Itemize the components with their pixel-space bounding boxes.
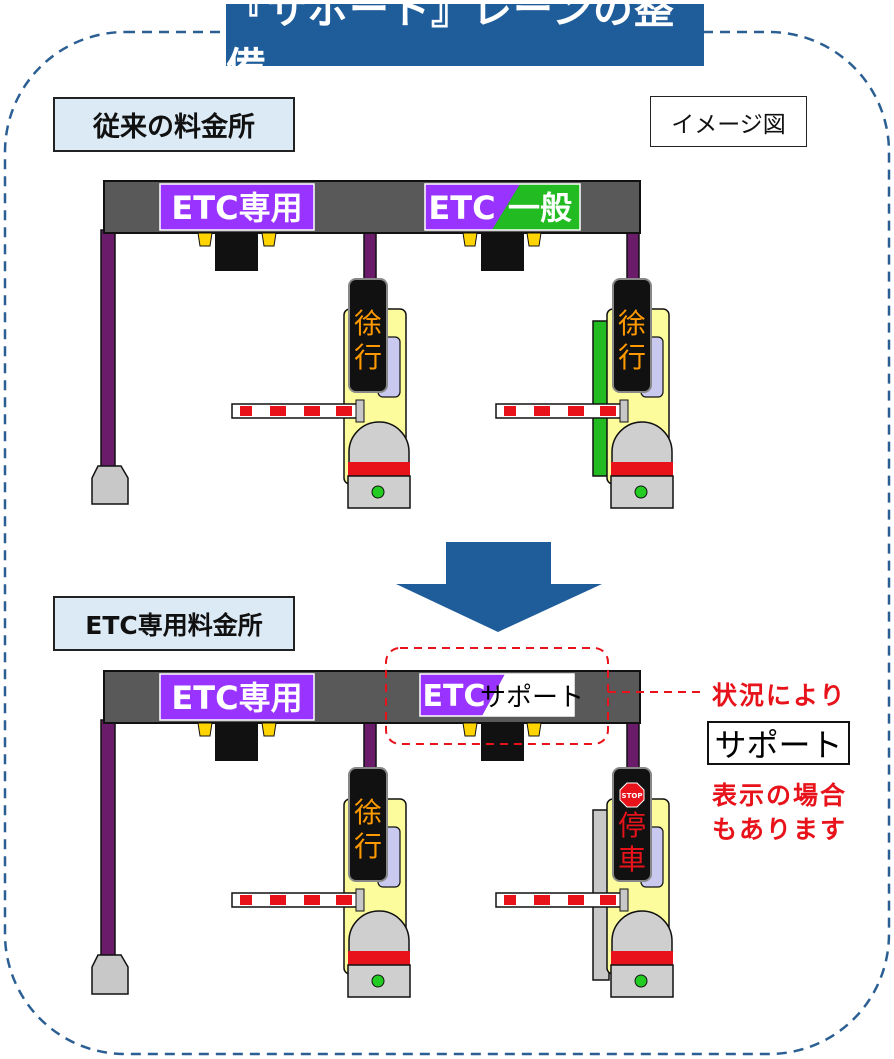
sign-support-text: サポート [480, 683, 584, 713]
lane-2-after-display-char-2: 車 [618, 843, 646, 876]
lane-2-booth-after [495, 767, 674, 998]
lane-1-booth [231, 278, 411, 509]
sign-etc-only-after-text: ETC専用 [171, 679, 302, 717]
lane-1-display-char-1: 徐 [354, 307, 382, 340]
dashed-frame [3, 30, 891, 1056]
lane-1-after-display-char-1: 徐 [354, 796, 382, 829]
etc-antenna-2 [462, 232, 542, 271]
pillar-base [91, 465, 129, 505]
sign-support-part [482, 674, 574, 716]
lane-1-booth-after [231, 767, 411, 998]
lane-1-display-char-2: 行 [354, 341, 382, 374]
lane-2-booth [495, 278, 674, 509]
after-heading: ETC専用料金所 [53, 596, 295, 651]
left-pillar [100, 229, 116, 471]
sign-general-text: 一般 [508, 189, 572, 227]
etc-antenna-4 [462, 722, 542, 761]
note-condition: 状況により [712, 681, 847, 710]
main-title: 『サポート』レーンの整備 [226, 0, 704, 91]
sign-etc-part-after [420, 674, 505, 716]
transition-arrow [396, 542, 602, 632]
support-label-box: サポート [707, 721, 850, 765]
toll-plaza-before: ETC専用 ETC 一般 [91, 180, 674, 509]
stop-sign-text: STOP [622, 792, 643, 800]
lane-1-after-display-char-2: 行 [354, 830, 382, 863]
sign-etc-only [159, 183, 315, 231]
sign-general-part [492, 184, 580, 230]
lane-2-display-char-2: 行 [618, 341, 646, 374]
sign-etc-after-text: ETC [423, 679, 486, 714]
toll-plaza-after: ETC専用 ETC サポート [91, 647, 705, 998]
sign-etc-only-text: ETC専用 [171, 189, 302, 227]
before-heading: 従来の料金所 [53, 97, 295, 152]
sign-etc-text: ETC [428, 189, 495, 227]
lane-2-after-display-char-1: 停 [618, 809, 646, 842]
etc-antenna-3 [197, 722, 277, 761]
note-line-1: 表示の場合 [712, 781, 848, 810]
image-label: イメージ図 [650, 96, 807, 147]
sign-etc-only-after [159, 673, 315, 721]
stop-sign-icon [619, 782, 645, 808]
lane-2-display-char-1: 徐 [618, 307, 646, 340]
sign-etc-part [425, 184, 520, 230]
etc-antenna-1 [197, 232, 277, 271]
note-line-2: もあります [712, 815, 848, 844]
